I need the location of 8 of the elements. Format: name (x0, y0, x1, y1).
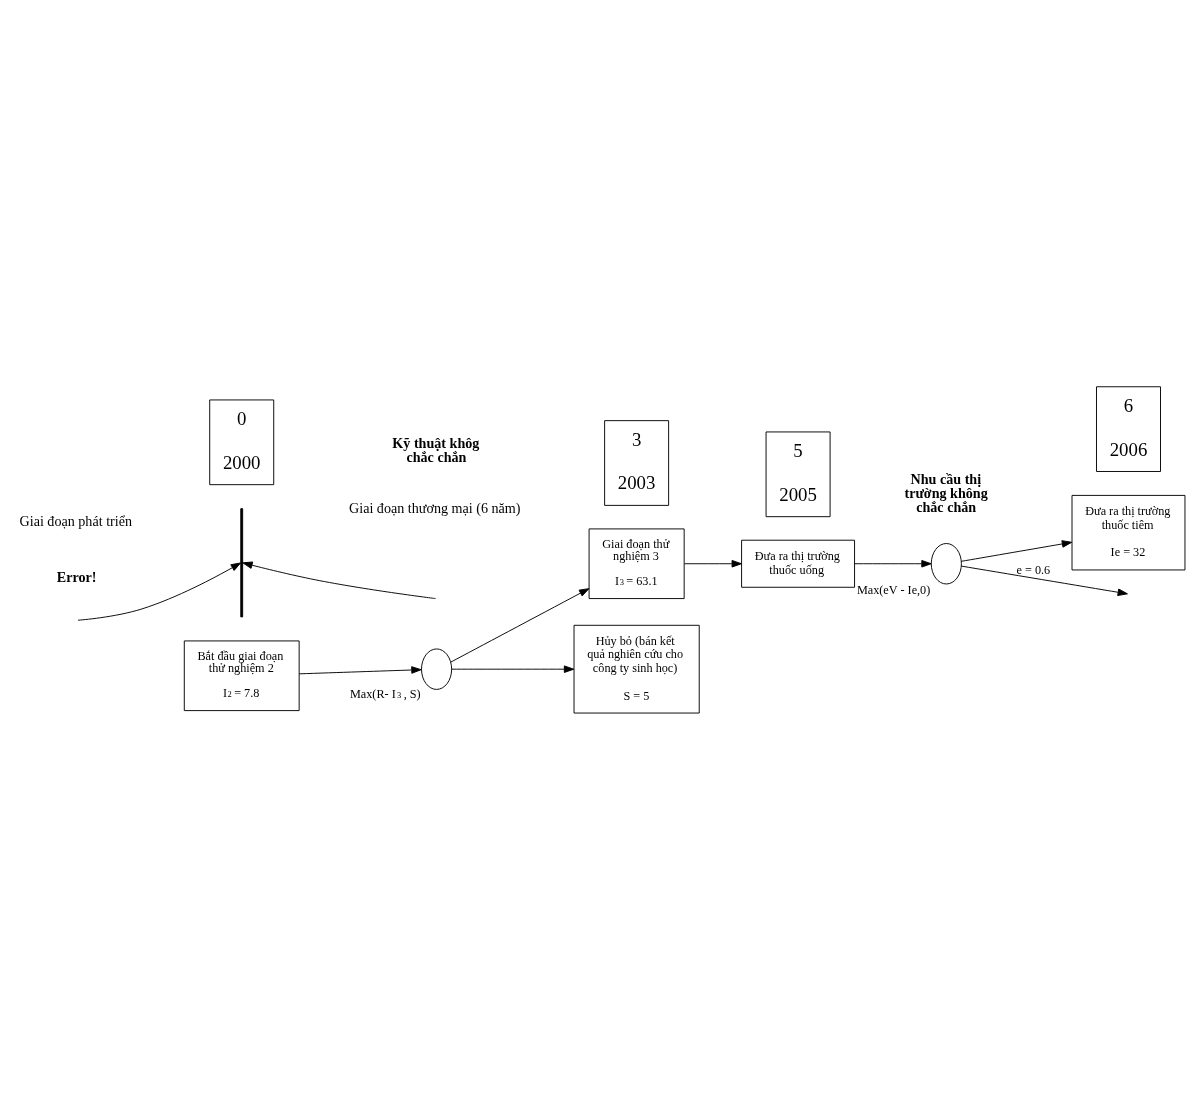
label: Giai đoạn phát triển (19, 512, 133, 529)
label: Giai đoạn thương mại (6 năm) (349, 499, 521, 516)
edge-label: e = 0.6 (1016, 562, 1051, 577)
label: Kỹ thuật khôg chắc chắn (392, 434, 480, 465)
label: Error! (56, 568, 97, 585)
node-label: Max(R- I3 , S) (349, 686, 421, 701)
node-label: Max(eV - Ie,0) (856, 582, 931, 597)
label: Nhu cầu thị trường không chắc chắn (904, 470, 988, 515)
